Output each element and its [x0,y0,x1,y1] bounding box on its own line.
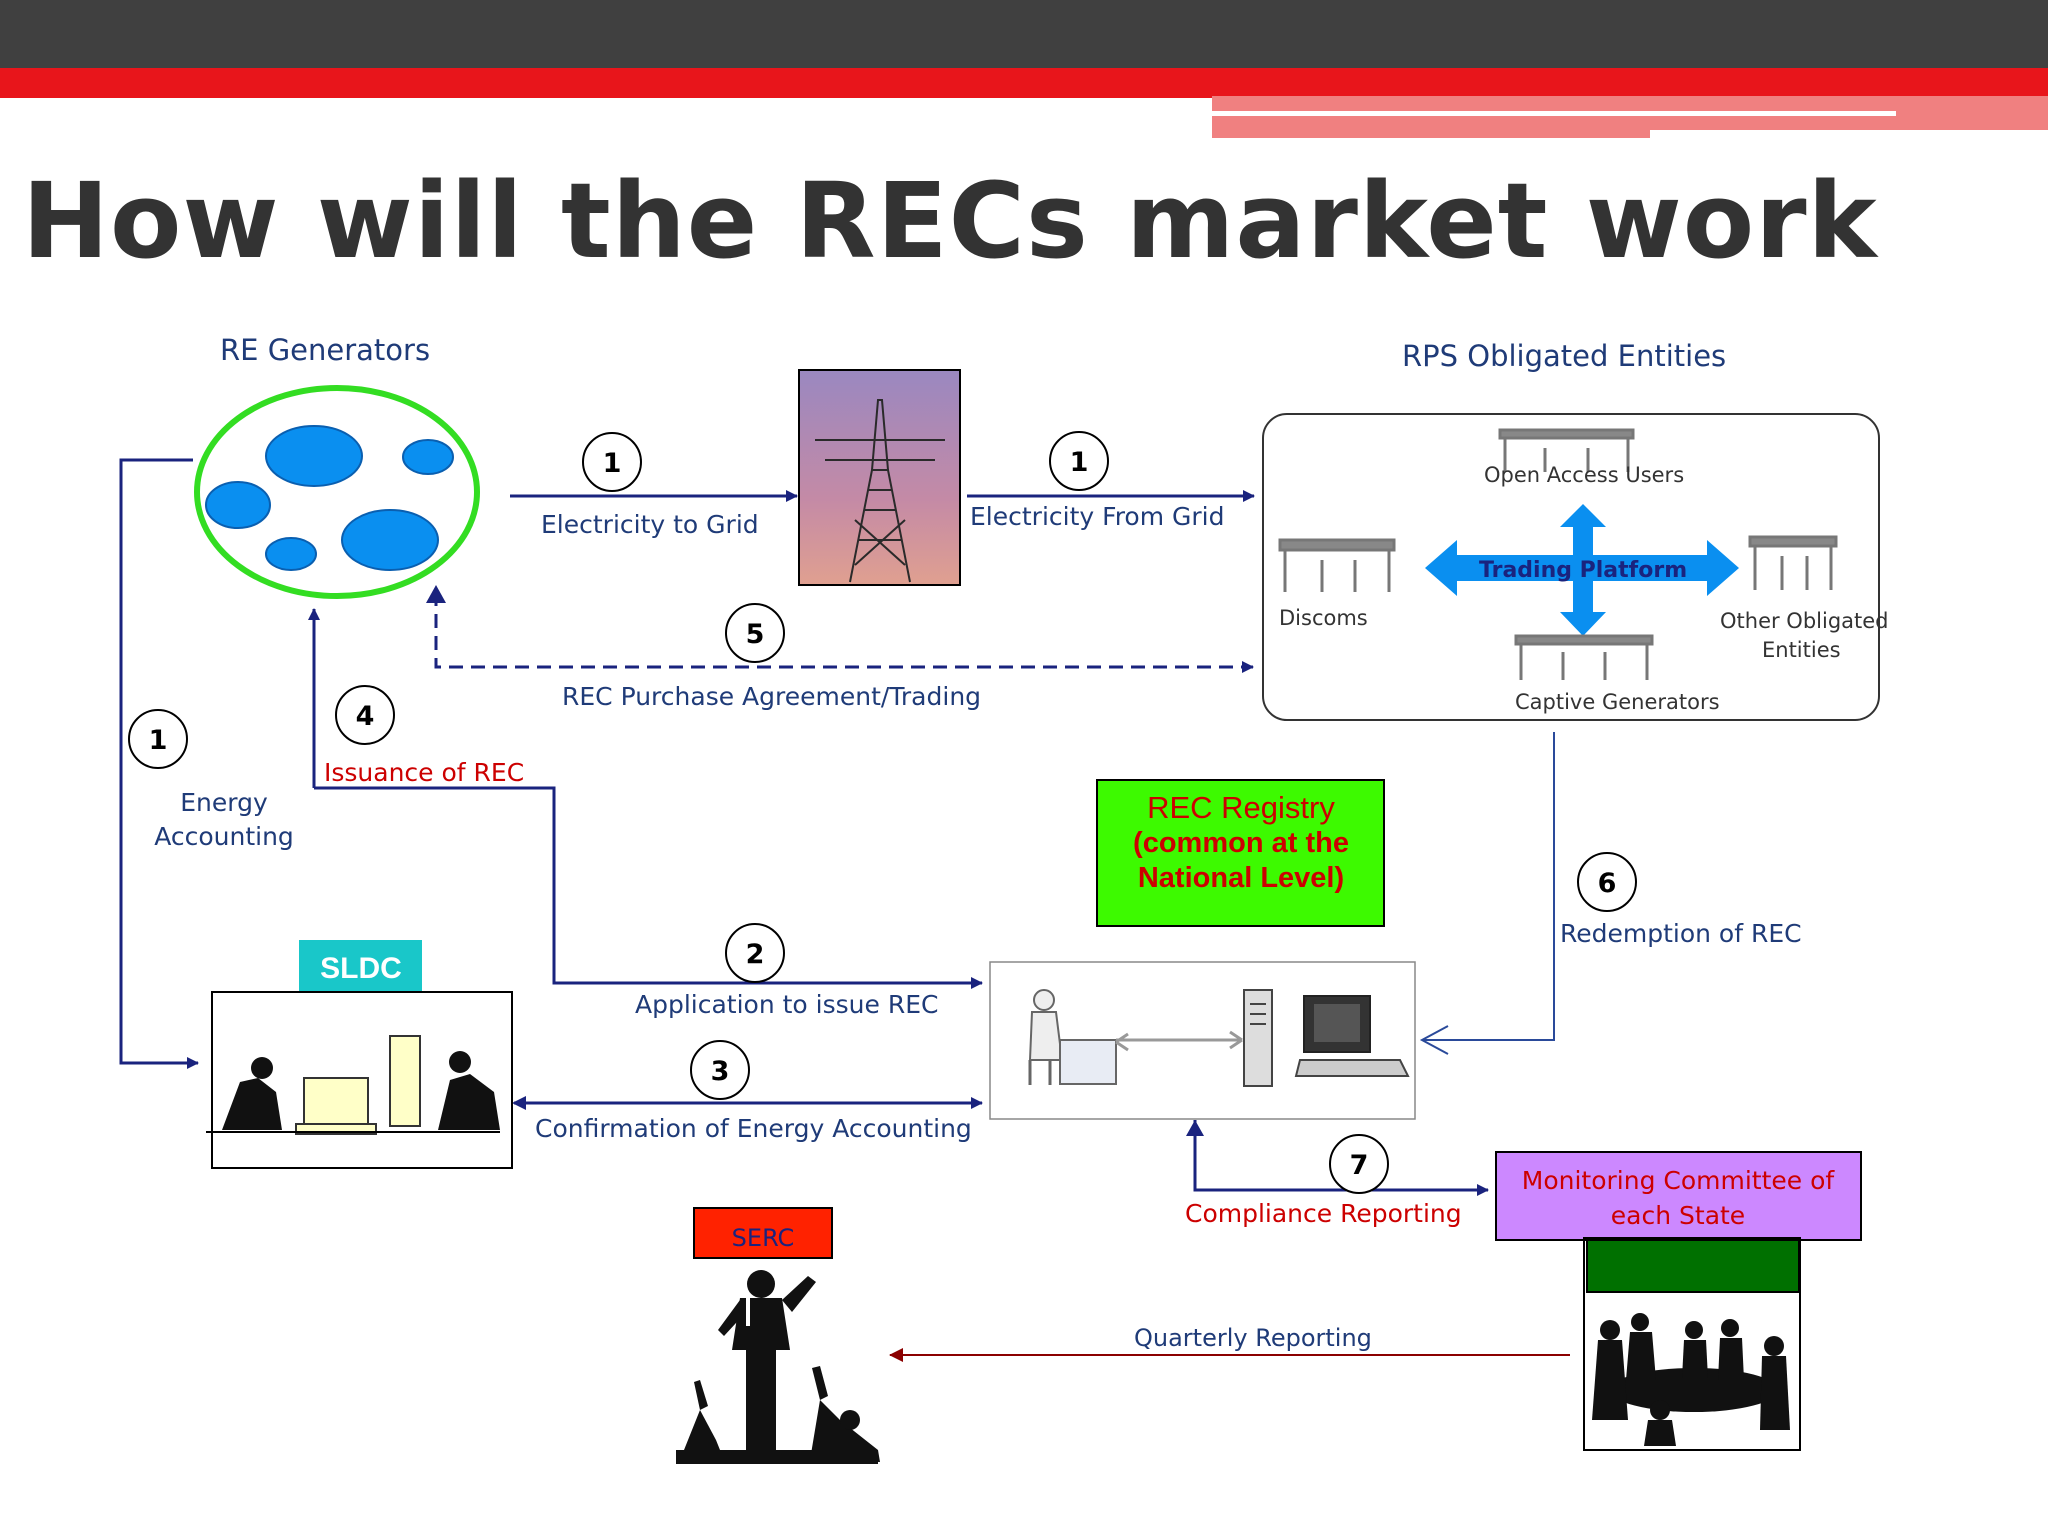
rec-registry-line-3: National Level) [1138,862,1344,894]
svg-text:4: 4 [356,701,375,732]
serc-speaker-icon [676,1270,880,1464]
quarterly-reporting-label: Quarterly Reporting [1134,1324,1372,1352]
serc-label: SERC [732,1224,795,1252]
step-1-grid-in-marker: 1 [582,432,642,492]
issuance-label: Issuance of REC [324,758,524,787]
svg-text:1: 1 [603,448,622,479]
transmission-tower-image [798,369,961,586]
confirmation-arrowhead [512,1096,526,1110]
svg-text:2: 2 [746,939,765,970]
other-obligated-label-1: Other Obligated [1720,609,1889,633]
step-2-application-marker: 2 [725,923,785,983]
rec-purchase-arrow [434,592,1254,673]
captive-label: Captive Generators [1515,690,1720,714]
registry-computer-icon [1028,989,1410,1087]
redemption-arrowhead [1419,1025,1449,1055]
committee-meeting-image [1583,1237,1801,1451]
confirmation-label: Confirmation of Energy Accounting [535,1114,972,1143]
step-7-compliance-marker: 7 [1329,1134,1389,1194]
committee-header-bar [1586,1239,1800,1293]
step-5-purchase-marker: 5 [725,603,785,663]
other-obligated-label-2: Entities [1762,638,1841,662]
accent-line [1650,130,2048,138]
energy-accounting-label-2: Accounting [154,822,294,851]
serc-box [693,1207,833,1259]
compliance-label: Compliance Reporting [1185,1199,1462,1228]
rec-purchase-arrowhead [426,585,446,603]
sldc-box [299,940,422,992]
open-access-label: Open Access Users [1484,463,1684,487]
captive-building-icon [1514,634,1654,680]
rec-purchase-label: REC Purchase Agreement/Trading [562,682,981,711]
open-access-building-icon [1498,428,1635,472]
application-arrow [314,786,983,989]
trading-platform-cross [1425,504,1739,636]
monitoring-committee-box [1495,1151,1862,1241]
slide-title: How will the RECs market work [22,160,1878,282]
rec-registry-line-1: REC Registry [1147,790,1335,825]
electricity-from-grid-label: Electricity From Grid [970,502,1224,531]
slide-top-bar [0,0,2048,68]
svg-text:3: 3 [711,1056,730,1087]
energy-accounting-arrow [119,458,199,1069]
svg-text:1: 1 [1070,447,1089,478]
discoms-building-icon [1278,538,1396,592]
committee-meeting-icon [1592,1313,1790,1446]
rec-registry-line-2: (common at the [1133,827,1349,859]
slide-red-bar [0,68,2048,98]
step-1-grid-out-marker: 1 [1049,431,1109,491]
accent-line [1212,111,1896,116]
compliance-arrowhead [1186,1120,1204,1136]
rps-obligated-label: RPS Obligated Entities [1402,339,1726,373]
monitoring-line-2: each State [1611,1201,1745,1230]
redemption-label: Redemption of REC [1560,919,1802,948]
step-4-issuance-marker: 4 [335,685,395,745]
redemption-arrow [1422,732,1555,1041]
trading-platform-label: Trading Platform [1479,558,1687,583]
step-6-redemption-marker: 6 [1577,852,1637,912]
svg-text:1: 1 [149,725,168,756]
re-generators-icon [194,385,480,599]
electricity-to-grid-label: Electricity to Grid [541,510,759,539]
step-1-energy-marker: 1 [128,709,188,769]
re-generators-label: RE Generators [220,333,430,367]
svg-text:7: 7 [1350,1150,1369,1181]
sldc-office-people-icon [206,1035,500,1135]
svg-text:6: 6 [1598,868,1617,899]
monitoring-line-1: Monitoring Committee of [1522,1166,1836,1195]
discoms-label: Discoms [1279,606,1368,630]
sldc-label: SLDC [320,952,402,985]
rec-registry-box [1096,779,1385,927]
energy-accounting-label-1: Energy [180,788,268,817]
step-3-confirmation-marker: 3 [690,1040,750,1100]
other-obligated-building-icon [1748,535,1838,590]
application-label: Application to issue REC [635,990,938,1019]
compliance-arrow [1193,1120,1489,1196]
svg-text:5: 5 [746,619,765,650]
